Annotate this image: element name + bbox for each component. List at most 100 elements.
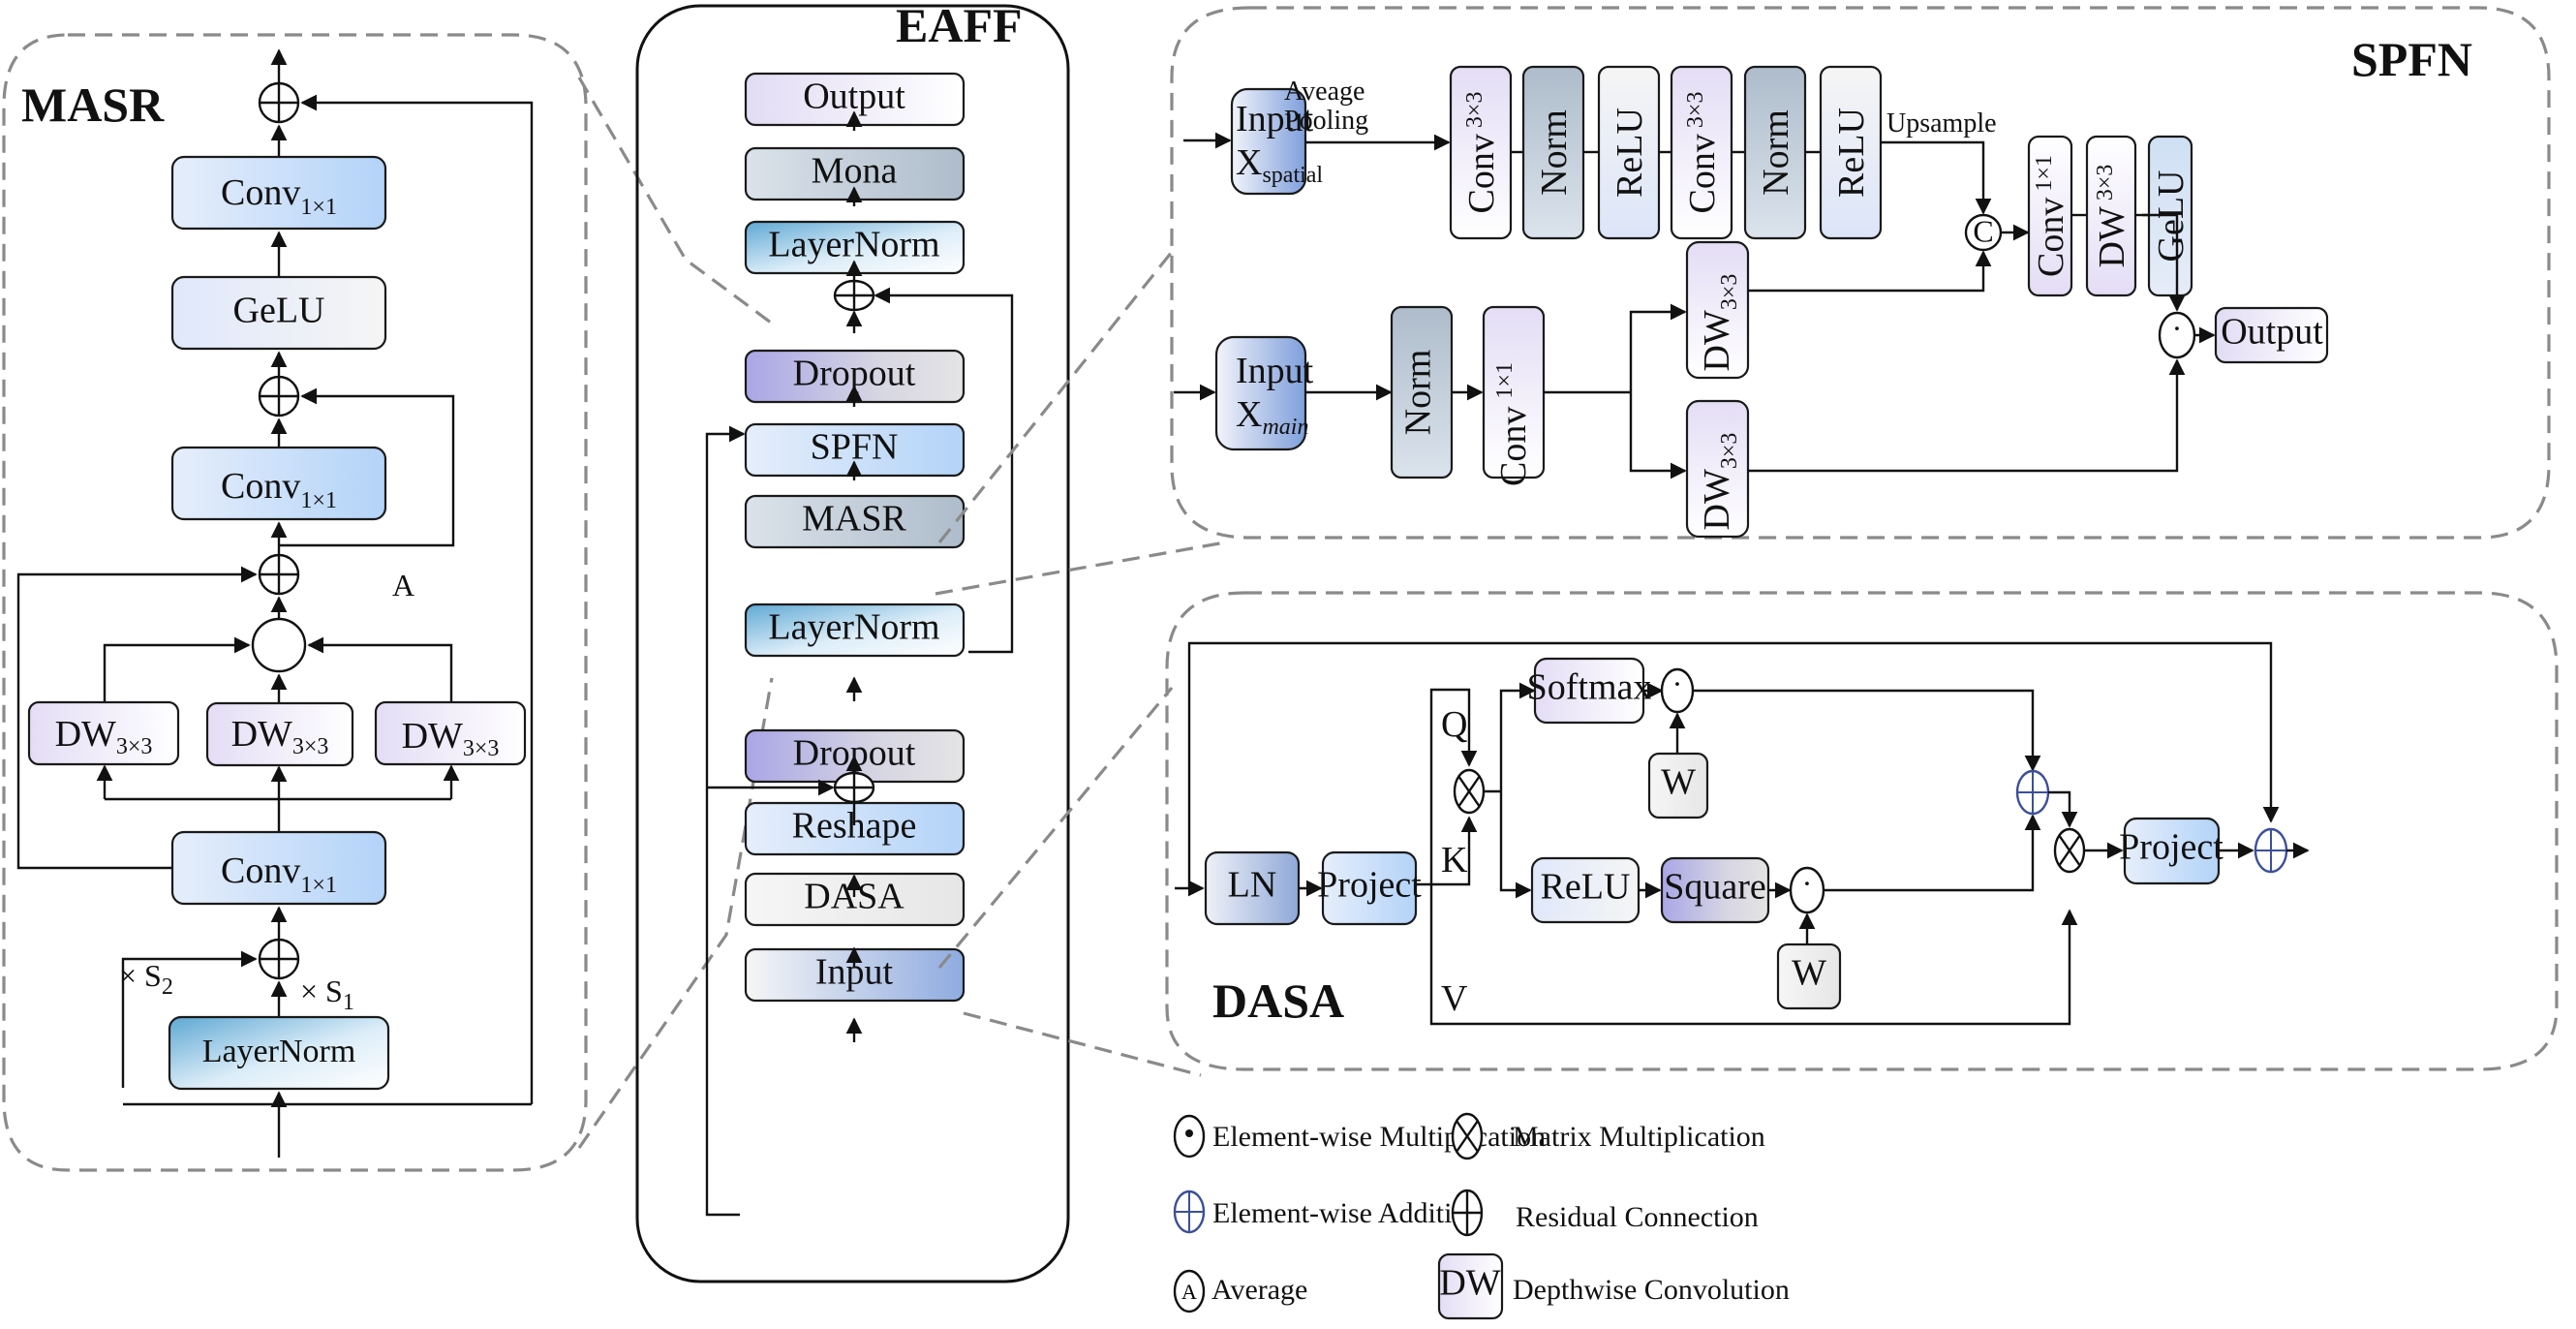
average-icon xyxy=(1173,1269,1206,1314)
spfn-post-conv: Conv1×1 xyxy=(2027,135,2073,297)
scale-s1-label: × S1 xyxy=(300,974,354,1015)
svg-text:DW3×3: DW3×3 xyxy=(1697,433,1742,531)
eaff-title: EAFF xyxy=(896,0,1023,52)
dasa-title: DASA xyxy=(1212,974,1344,1028)
masr-panel: MASR Conv1×1 GeLU Conv1×1 A xyxy=(2,33,588,1172)
spfn-input-spatial: Input Xspatial xyxy=(1230,87,1323,196)
dasa-w-bottom: W xyxy=(1776,943,1842,1010)
svg-text:ReLU: ReLU xyxy=(1541,867,1631,908)
avg-pool-label-2: Pooling xyxy=(1284,106,1368,136)
legend-item-average: A Average xyxy=(1173,1269,1307,1314)
svg-text:Square: Square xyxy=(1664,867,1766,908)
dasa-square: Square xyxy=(1660,856,1770,924)
spfn-panel-border xyxy=(1170,6,2551,540)
masr-dw-right: DW3×3 xyxy=(374,700,527,766)
eaff-connectors xyxy=(705,110,1014,1217)
q-label: Q xyxy=(1441,704,1467,745)
svg-text:Input: Input xyxy=(1236,351,1314,391)
spfn-dw-upper: DW3×3 xyxy=(1685,240,1750,380)
legend-item-matrix-multiplication: Matrix Multiplication xyxy=(1451,1112,1765,1160)
dasa-project-out: Project xyxy=(2119,817,2223,885)
svg-text:Conv1×1: Conv1×1 xyxy=(221,466,337,513)
svg-text:Conv1×1: Conv1×1 xyxy=(1492,362,1534,486)
spfn-norm: Norm xyxy=(1390,305,1454,479)
svg-text:C: C xyxy=(1973,213,1993,248)
svg-text:ReLU: ReLU xyxy=(1831,108,1872,198)
svg-text:GeLU: GeLU xyxy=(233,291,325,331)
svg-text:·: · xyxy=(2172,310,2183,345)
legend-item-residual-connection: Residual Connection xyxy=(1451,1189,1759,1237)
eaff-block-output: Output xyxy=(744,72,966,127)
eaff-block-masr: MASR xyxy=(744,494,966,549)
spfn-top-conv-3: Conv3×3 xyxy=(1670,65,1733,240)
svg-text:DW3×3: DW3×3 xyxy=(402,716,500,761)
masr-conv-bottom: Conv1×1 xyxy=(170,830,387,906)
spfn-input-main: Input Xmain xyxy=(1214,335,1314,451)
dasa-ln: LN xyxy=(1204,850,1301,926)
masr-conv-mid: Conv1×1 xyxy=(170,446,387,521)
svg-text:Depthwise Convolution: Depthwise Convolution xyxy=(1513,1274,1790,1306)
svg-text:Norm: Norm xyxy=(1534,109,1575,196)
svg-text:DW3×3: DW3×3 xyxy=(55,714,153,759)
dasa-softmax: Softmax xyxy=(1527,657,1651,725)
svg-text:Norm: Norm xyxy=(1756,109,1796,196)
svg-text:Conv1×1: Conv1×1 xyxy=(221,172,337,220)
svg-text:Xspatial: Xspatial xyxy=(1236,142,1323,188)
svg-text:DW3×3: DW3×3 xyxy=(2092,165,2132,268)
svg-text:Conv1×1: Conv1×1 xyxy=(2031,155,2071,277)
spfn-panel: SPFN Input Xspatial Aveage Pooling Conv3… xyxy=(1170,6,2551,540)
legend-item-element-wise-addition: Element-wise Addition xyxy=(1173,1190,1481,1234)
spfn-top-relu-5: ReLU xyxy=(1819,65,1883,240)
masr-conv-top: Conv1×1 xyxy=(170,155,387,231)
svg-text:ReLU: ReLU xyxy=(1610,108,1650,198)
svg-text:Project: Project xyxy=(1317,865,1422,906)
dasa-panel: DASA LN Project Q K V Softmax · xyxy=(1165,591,2559,1071)
svg-text:Conv3×3: Conv3×3 xyxy=(1461,92,1502,214)
avg-pool-label-1: Aveage xyxy=(1284,77,1365,107)
svg-text:SPFN: SPFN xyxy=(811,427,899,468)
eaff-panel: EAFF xyxy=(635,0,1070,1283)
svg-text:LayerNorm: LayerNorm xyxy=(202,1034,356,1069)
eaff-block-spfn: SPFN xyxy=(744,422,966,478)
spfn-conv1x1: Conv1×1 xyxy=(1482,305,1546,486)
masr-dw-center: DW3×3 xyxy=(205,701,354,767)
masr-zoom-connector-top xyxy=(577,77,772,325)
k-label: K xyxy=(1441,840,1468,881)
legend: Element-wise Multiplication Element-wise… xyxy=(1173,1112,1790,1320)
spfn-title: SPFN xyxy=(2351,32,2472,86)
average-op-icon xyxy=(251,617,307,673)
svg-text:Input: Input xyxy=(1236,99,1314,139)
eaff-block-mona: Mona xyxy=(744,146,966,201)
svg-text:Norm: Norm xyxy=(1398,350,1439,436)
svg-text:W: W xyxy=(1661,762,1696,803)
svg-text:W: W xyxy=(1792,953,1826,994)
upsample-label: Upsample xyxy=(1886,108,1997,139)
svg-text:Conv3×3: Conv3×3 xyxy=(1682,92,1723,214)
svg-text:·: · xyxy=(1802,865,1813,900)
spfn-post-dw: DW3×3 xyxy=(2085,135,2137,297)
dasa-zoom-connector-upper xyxy=(937,686,1174,970)
svg-text:Output: Output xyxy=(2221,312,2323,353)
masr-title: MASR xyxy=(21,77,165,132)
dasa-relu: ReLU xyxy=(1530,856,1641,924)
masr-dw-left: DW3×3 xyxy=(27,700,180,766)
svg-text:DW3×3: DW3×3 xyxy=(231,714,329,759)
spfn-top-norm-4: Norm xyxy=(1743,65,1807,240)
masr-panel-border xyxy=(2,33,588,1172)
svg-text:Average: Average xyxy=(1211,1274,1307,1306)
eaff-block-layernorm: LayerNorm xyxy=(744,603,966,658)
legend-item-depthwise-convolution: DW Depthwise Convolution xyxy=(1437,1252,1790,1320)
spfn-top-chain: Conv3×3 Norm ReLU Conv3×3 Norm ReLU xyxy=(1449,65,1883,240)
svg-text:MASR: MASR xyxy=(802,499,906,540)
scale-s2-label: × S2 xyxy=(119,958,173,1000)
eaff-block-layernorm: LayerNorm xyxy=(744,220,966,275)
masr-outer-skip xyxy=(300,94,534,1104)
spfn-output: Output xyxy=(2214,306,2329,364)
svg-text:Matrix Multiplication: Matrix Multiplication xyxy=(1513,1121,1765,1153)
svg-text:Element-wise Multiplication: Element-wise Multiplication xyxy=(1212,1121,1546,1153)
svg-text:LayerNorm: LayerNorm xyxy=(768,607,939,648)
spfn-zoom-connector-upper xyxy=(937,251,1174,543)
svg-text:·: · xyxy=(1672,665,1683,700)
